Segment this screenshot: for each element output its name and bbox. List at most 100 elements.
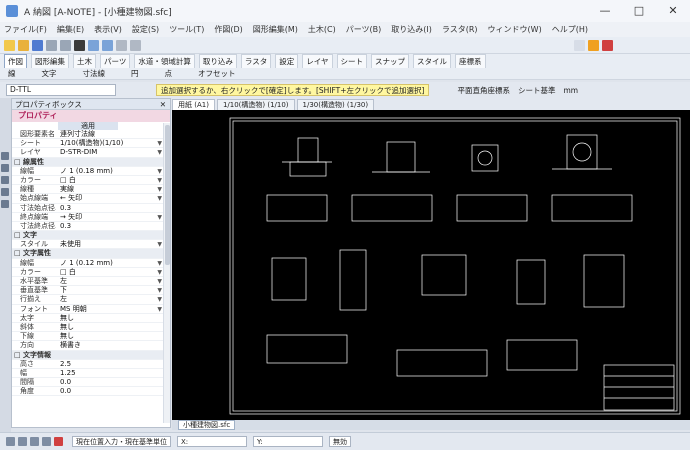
- layer-select[interactable]: D-TTL: [6, 84, 116, 96]
- tool-point[interactable]: 点: [164, 69, 173, 78]
- property-value[interactable]: 無し: [60, 313, 74, 322]
- y-coordinate-field[interactable]: Y:: [253, 436, 323, 447]
- tool-offset[interactable]: オフセット: [198, 69, 236, 78]
- menu-view[interactable]: 表示(V): [94, 25, 122, 34]
- snap-point-icon[interactable]: [18, 437, 27, 446]
- menu-tools[interactable]: ツール(T): [169, 25, 205, 34]
- menu-settings[interactable]: 設定(S): [131, 25, 160, 34]
- tab-import[interactable]: 取り込み: [198, 53, 237, 69]
- menu-raster[interactable]: ラスタ(R): [441, 25, 478, 34]
- tab-raster[interactable]: ラスタ: [240, 53, 272, 69]
- print-icon[interactable]: [74, 39, 85, 51]
- menu-window[interactable]: ウィンドウ(W): [487, 25, 542, 34]
- property-value[interactable]: 0.3: [60, 203, 72, 212]
- zoom-icon[interactable]: [116, 39, 127, 51]
- snap-line-icon[interactable]: [30, 437, 39, 446]
- property-value[interactable]: 2.5: [60, 359, 72, 368]
- tab-parts[interactable]: パーツ: [100, 53, 131, 69]
- property-category[interactable]: □ 線属性: [12, 157, 170, 167]
- property-value[interactable]: ノ 1 (0.18 mm): [60, 166, 113, 175]
- tab-sheet-1-10[interactable]: 1/10(構造物) (1/10): [216, 98, 295, 110]
- save-icon[interactable]: [32, 39, 43, 51]
- panel-close-icon[interactable]: ✕: [159, 100, 166, 109]
- file-tab[interactable]: 小種建物図.sfc: [178, 420, 236, 430]
- tool-text[interactable]: 文字: [41, 69, 57, 78]
- property-value[interactable]: 無し: [60, 322, 74, 331]
- property-value[interactable]: 連列寸法線: [60, 130, 95, 138]
- tab-settings[interactable]: 設定: [275, 53, 299, 69]
- pen-icon[interactable]: [130, 39, 141, 51]
- mode-select[interactable]: 無効: [329, 436, 351, 447]
- property-value[interactable]: □ 白: [60, 267, 76, 276]
- property-value[interactable]: 1.25: [60, 368, 76, 377]
- close-button[interactable]: ✕: [668, 4, 678, 17]
- property-value[interactable]: 左: [60, 277, 67, 285]
- property-value[interactable]: ノ 1 (0.12 mm): [60, 258, 113, 267]
- info-icon[interactable]: [588, 39, 599, 51]
- property-value[interactable]: 無し: [60, 332, 74, 341]
- property-category[interactable]: □ 文字情報: [12, 350, 170, 360]
- redo-icon[interactable]: [102, 39, 113, 51]
- menu-civil[interactable]: 土木(C): [307, 25, 336, 34]
- menu-parts[interactable]: パーツ(B): [345, 25, 382, 34]
- menu-file[interactable]: ファイル(F): [4, 25, 47, 34]
- property-value[interactable]: 横書き: [60, 341, 81, 350]
- chevron-down-icon[interactable]: ▼: [157, 278, 162, 285]
- drawing-canvas[interactable]: [172, 110, 690, 420]
- scroll-thumb[interactable]: [165, 125, 170, 265]
- snap-grid-icon[interactable]: [6, 437, 15, 446]
- layout-icon[interactable]: [574, 39, 585, 51]
- plane-select[interactable]: 平面直角座標系: [457, 85, 510, 95]
- tab-water[interactable]: 水道・領域計算: [134, 53, 195, 69]
- property-value[interactable]: 左: [60, 295, 67, 304]
- chevron-down-icon[interactable]: ▼: [157, 186, 162, 194]
- sheet-select[interactable]: シート基準: [517, 85, 556, 95]
- chevron-down-icon[interactable]: ▼: [157, 287, 162, 295]
- property-value[interactable]: → 矢印: [60, 212, 83, 221]
- menu-import[interactable]: 取り込み(I): [391, 25, 432, 34]
- grid-icon[interactable]: [1, 188, 9, 196]
- chevron-down-icon[interactable]: ▼: [157, 213, 162, 221]
- chevron-down-icon[interactable]: ▼: [157, 259, 162, 267]
- undo-icon[interactable]: [88, 39, 99, 51]
- property-value[interactable]: □ 白: [60, 175, 76, 184]
- property-value[interactable]: 実線: [60, 185, 74, 194]
- tab-shape-edit[interactable]: 図形編集: [31, 53, 69, 69]
- property-value[interactable]: MS 明朝: [60, 304, 87, 313]
- panel-scrollbar[interactable]: [163, 123, 170, 423]
- measure-icon[interactable]: [1, 176, 9, 184]
- property-category[interactable]: □ 文字属性: [12, 249, 170, 259]
- chevron-down-icon[interactable]: ▼: [157, 305, 162, 313]
- property-value[interactable]: D-STR-DIM: [60, 148, 98, 157]
- tab-style[interactable]: スタイル: [413, 53, 451, 69]
- property-value[interactable]: 下: [60, 286, 67, 295]
- tab-snap[interactable]: スナップ: [371, 53, 409, 69]
- property-value[interactable]: 0.0: [60, 387, 72, 396]
- layer-icon[interactable]: [1, 200, 9, 208]
- chevron-down-icon[interactable]: ▼: [157, 195, 162, 203]
- copy-icon[interactable]: [60, 39, 71, 51]
- property-value[interactable]: ← 矢印: [60, 194, 83, 203]
- stop-icon[interactable]: [54, 437, 63, 446]
- property-value[interactable]: 0.0: [60, 378, 72, 387]
- chevron-down-icon[interactable]: ▼: [157, 268, 162, 276]
- chevron-down-icon[interactable]: ▼: [157, 140, 162, 148]
- property-value[interactable]: 0.3: [60, 221, 72, 230]
- menu-help[interactable]: ヘルプ(H): [551, 25, 588, 34]
- tab-sheet-1-30[interactable]: 1/30(構造物) (1/30): [296, 98, 375, 110]
- menu-edit[interactable]: 編集(E): [56, 25, 85, 34]
- menu-draw[interactable]: 作図(D): [214, 25, 243, 34]
- new-file-icon[interactable]: [4, 39, 15, 51]
- tab-draw[interactable]: 作図: [4, 53, 27, 69]
- x-coordinate-field[interactable]: X:: [177, 436, 247, 447]
- chevron-down-icon[interactable]: ▼: [157, 149, 162, 157]
- tab-sheet[interactable]: シート: [336, 53, 367, 69]
- tool-circle[interactable]: 円: [131, 69, 139, 78]
- chevron-down-icon[interactable]: ▼: [157, 167, 162, 175]
- chevron-down-icon[interactable]: ▼: [157, 176, 162, 184]
- tab-coordinate[interactable]: 座標系: [455, 53, 486, 69]
- pan-icon[interactable]: [1, 164, 9, 172]
- tab-civil[interactable]: 土木: [73, 53, 96, 69]
- chevron-down-icon[interactable]: ▼: [157, 241, 162, 249]
- tool-line[interactable]: 線: [8, 69, 16, 78]
